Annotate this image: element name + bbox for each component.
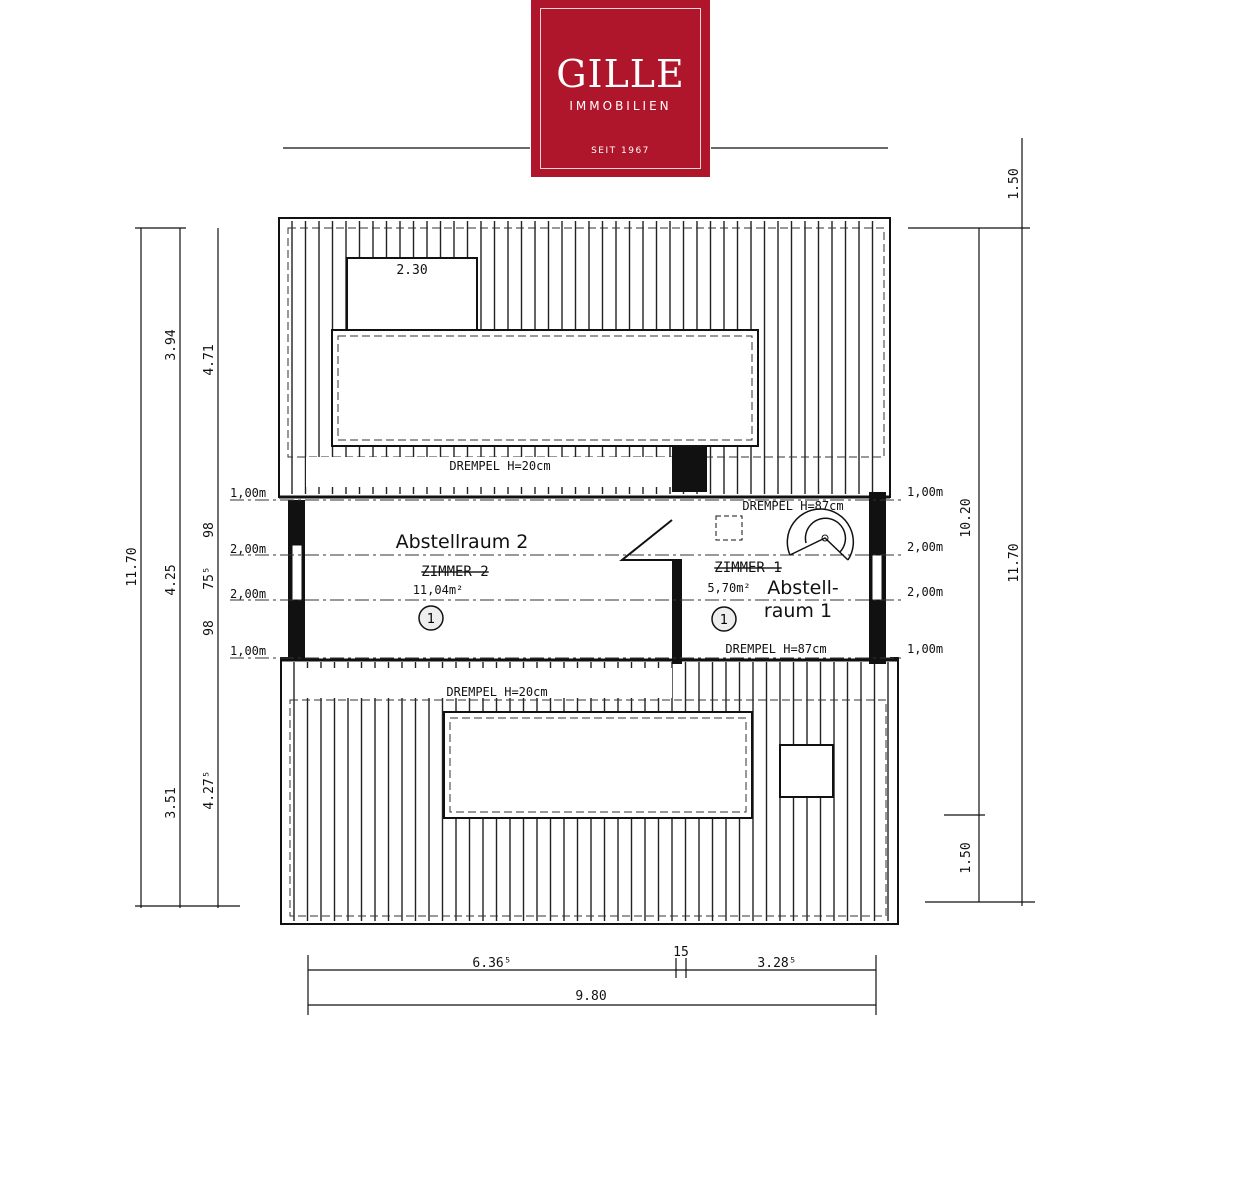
room-marker-1 [711,606,737,632]
dormer-top-inner [337,335,753,441]
dim-left-a: 3.94 [164,329,179,360]
wall-divider [672,560,682,664]
area-room-1: 5,70m² [707,581,750,595]
logo-sub: IMMOBILIEN [569,99,672,113]
dim-bottom-b: 15 [673,945,689,960]
dim-right-mid: 10.20 [959,498,974,537]
height-label: 2,00m [230,542,266,556]
height-label: 2,00m [907,585,943,599]
hatch-opening [715,515,743,541]
dim-left-outer: 11.70 [125,547,140,586]
drempel-strip [306,457,672,487]
dim-left2-c: 75⁵ [202,566,217,589]
dim-bottom-a: 6.36⁵ [472,956,511,971]
dim-right-outer: 11.70 [1007,543,1022,582]
spiral-stair [786,508,855,561]
logo-name: GILLE [556,52,685,96]
window-left [291,544,303,601]
gille-logo: GILLE IMMOBILIEN SEIT 1967 [531,0,710,177]
height-label: 1,00m [907,485,943,499]
drempel-bottom-label: DREMPEL H=20cm [446,685,547,699]
window-right [871,554,883,601]
dormer-top [331,329,759,447]
dim-left-c: 3.51 [164,787,179,818]
height-label: 1,00m [907,642,943,656]
dimension-lines [135,138,1035,1015]
skylight-box [346,257,478,331]
logo-since: SEIT 1967 [591,146,650,156]
dormer-bottom [443,711,753,819]
room-marker-1-text: 1 [720,613,728,628]
drempel-r1-top-label: DREMPEL H=87cm [742,499,843,513]
height-label: 1,00m [230,644,266,658]
chimney [672,446,707,492]
drempel-r1-bottom-label: DREMPEL H=87cm [725,642,826,656]
dim-left2-b: 98 [202,522,217,538]
area-room-2: 11,04m² [413,583,464,597]
room-marker-2-text: 1 [427,612,435,627]
room-marker-2 [418,605,444,631]
skylight-label: 2.30 [396,263,427,278]
roof-window [779,744,834,798]
dim-left2-a: 4.71 [202,344,217,375]
height-label: 2,00m [230,587,266,601]
middle-floor [288,497,890,661]
old-room-name-1: ZIMMER 1 [714,560,781,576]
dim-bottom-c: 3.28⁵ [757,956,796,971]
dim-right-bottom: 1.50 [959,842,974,873]
dim-right-top: 1.50 [1007,168,1022,199]
stair-opening [619,519,682,561]
dim-bottom-total: 9.80 [575,989,606,1004]
dim-left-b: 4.25 [164,564,179,595]
room-name-abstellraum-2: Abstellraum 2 [396,531,529,553]
dim-left2-d: 98 [202,620,217,636]
roof-bottom-inner [289,699,887,917]
dim-left2-e: 4.27⁵ [202,770,217,809]
height-label: 1,00m [230,486,266,500]
room-name-abstellraum-1-line2: raum 1 [764,600,832,622]
old-room-name-2: ZIMMER 2 [421,564,488,580]
room-name-abstellraum-1: Abstell- [767,577,839,599]
drempel-top-label: DREMPEL H=20cm [449,459,550,473]
height-label: 2,00m [907,540,943,554]
